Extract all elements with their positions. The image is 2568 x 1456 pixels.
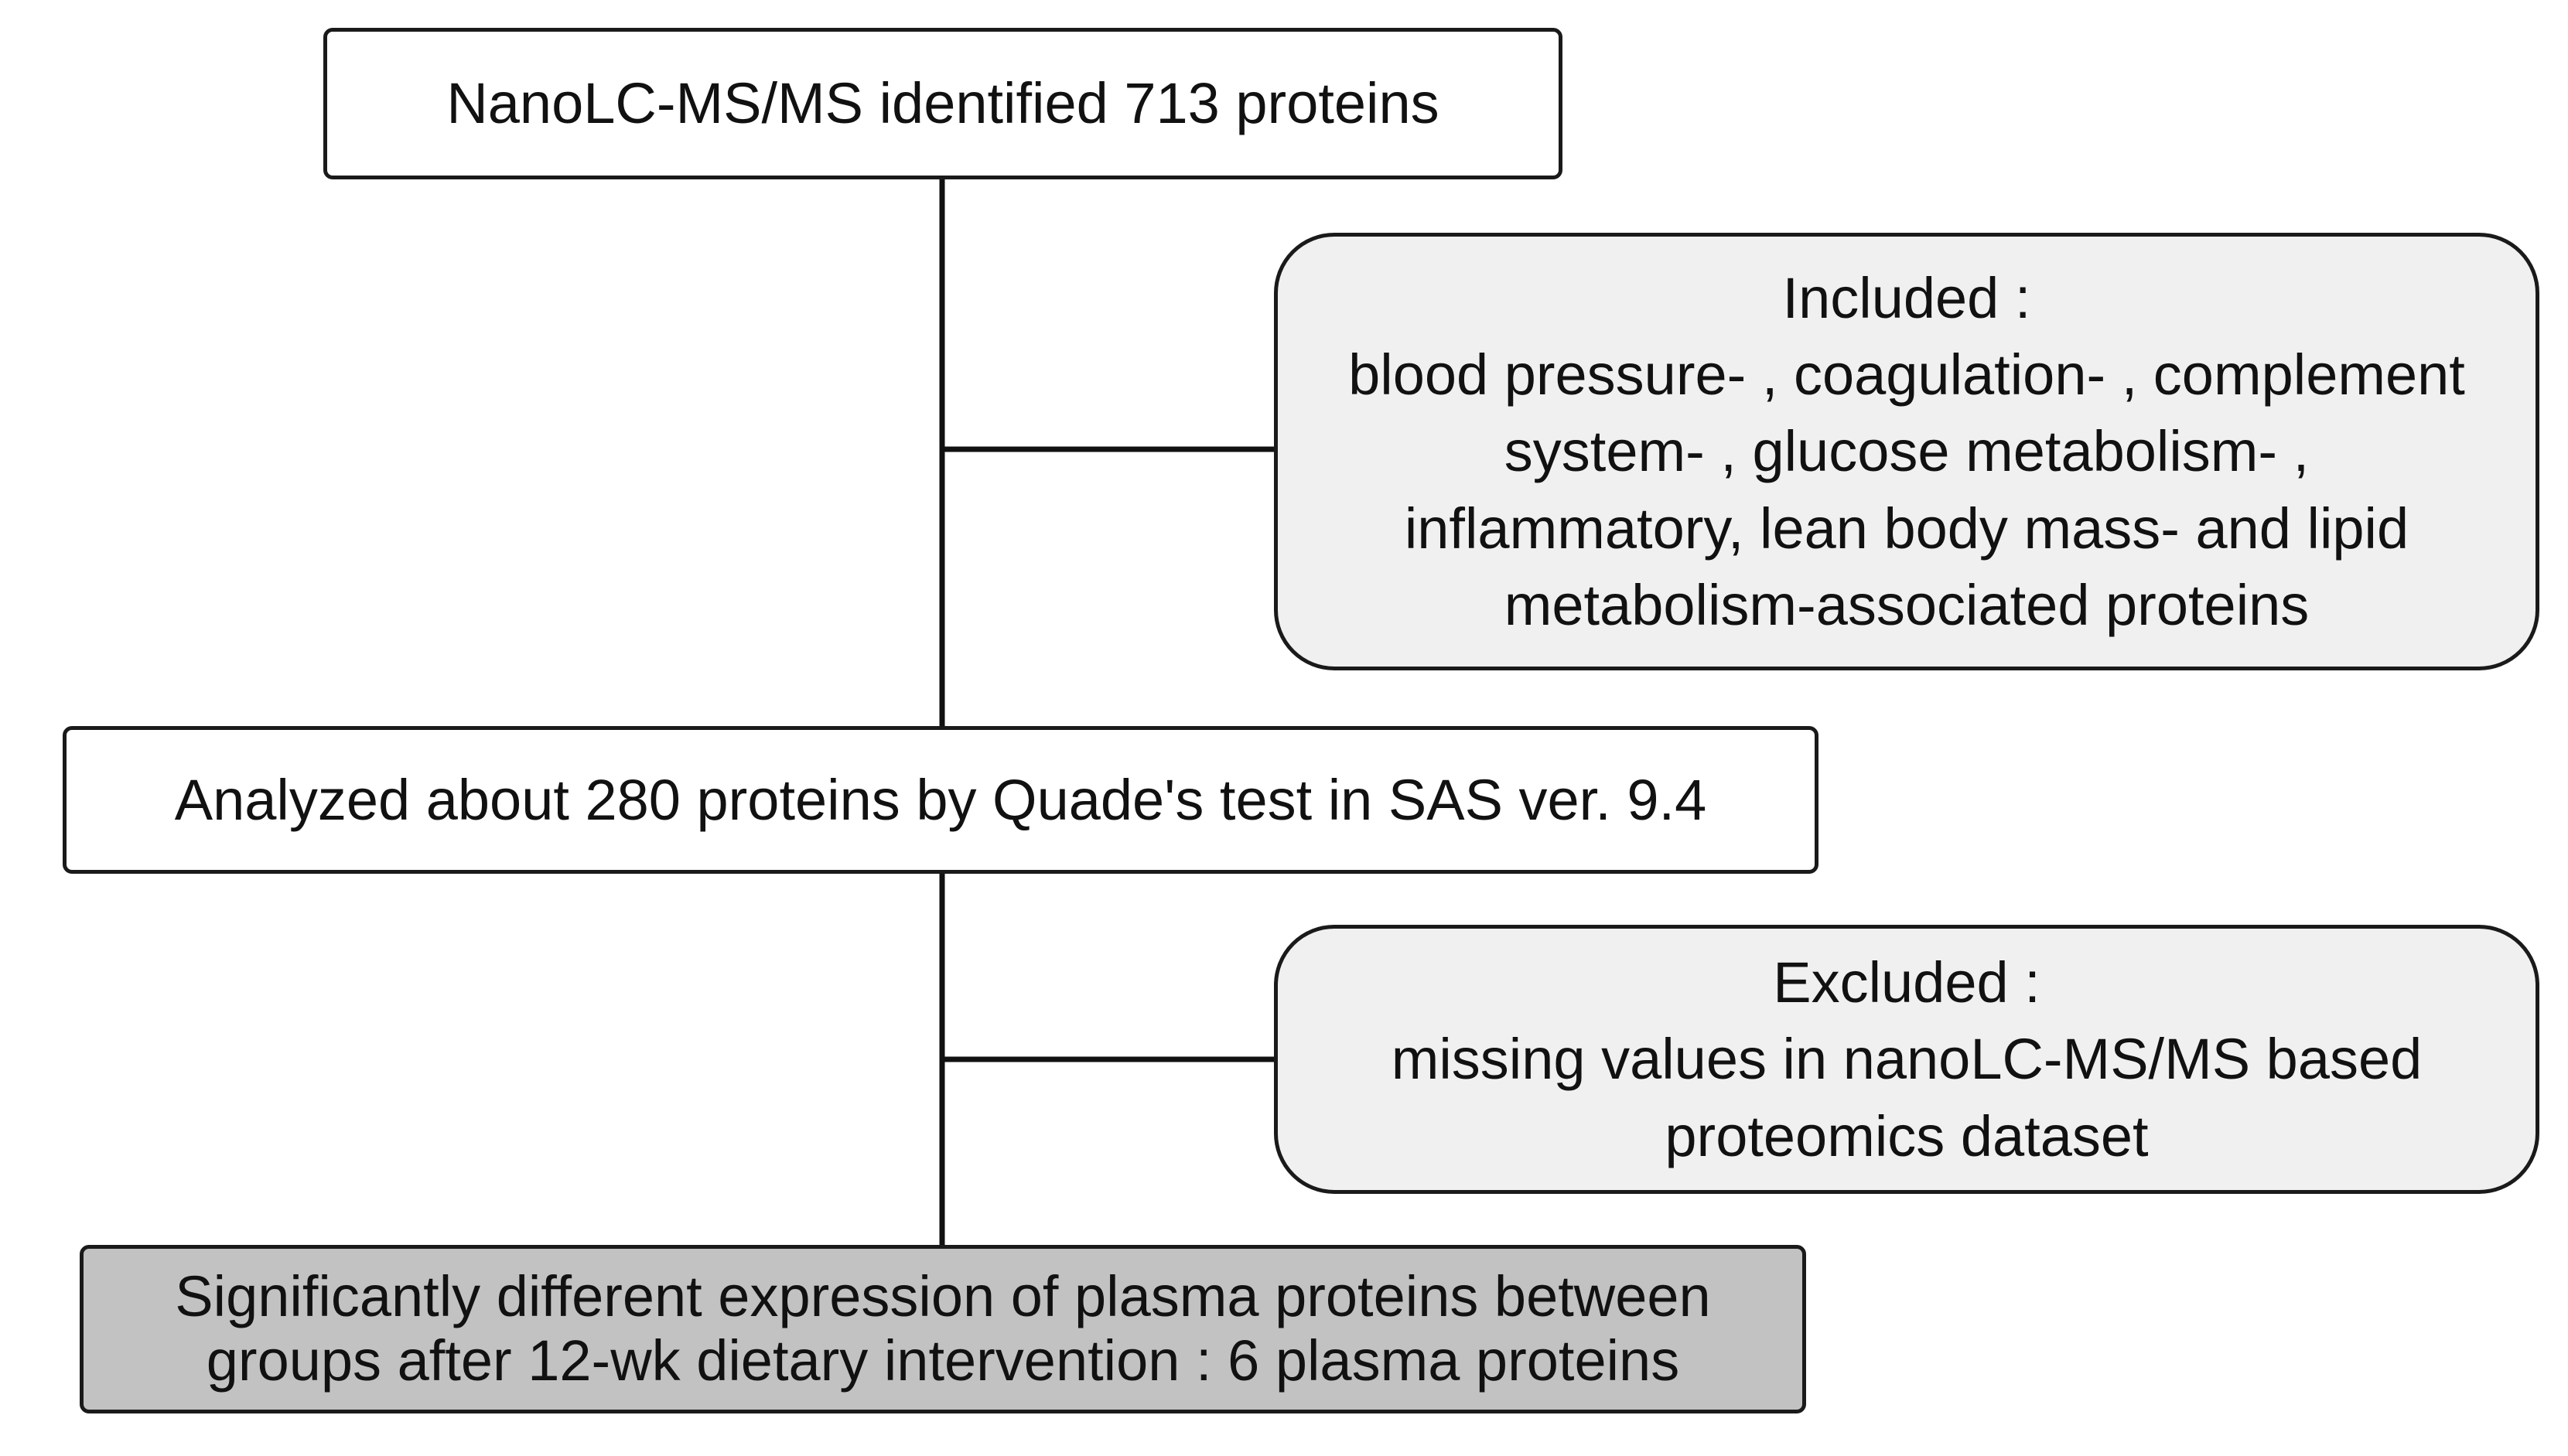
- included-line-1: blood pressure- , coagulation- , complem…: [1348, 343, 2465, 407]
- identified-proteins-box: NanoLC-MS/MS identified 713 proteins: [323, 28, 1562, 179]
- excluded-title: Excluded :: [1773, 950, 2040, 1015]
- excluded-line-1: missing values in nanoLC-MS/MS based: [1391, 1027, 2423, 1092]
- included-line-4: metabolism-associated proteins: [1504, 572, 2310, 637]
- result-line-2: groups after 12-wk dietary intervention …: [206, 1328, 1680, 1393]
- included-line-3: inflammatory, lean body mass- and lipid: [1404, 496, 2409, 561]
- included-criteria-box: Included : blood pressure- , coagulation…: [1274, 233, 2539, 670]
- analyzed-proteins-text: Analyzed about 280 proteins by Quade's t…: [174, 767, 1707, 832]
- result-box: Significantly different expression of pl…: [80, 1245, 1806, 1413]
- excluded-line-2: proteomics dataset: [1665, 1103, 2149, 1168]
- result-line-1: Significantly different expression of pl…: [175, 1264, 1711, 1329]
- analyzed-proteins-box: Analyzed about 280 proteins by Quade's t…: [63, 726, 1818, 874]
- included-line-2: system- , glucose metabolism- ,: [1504, 419, 2310, 484]
- excluded-criteria-box: Excluded : missing values in nanoLC-MS/M…: [1274, 925, 2539, 1194]
- identified-proteins-text: NanoLC-MS/MS identified 713 proteins: [446, 71, 1439, 136]
- included-title: Included :: [1782, 266, 2031, 331]
